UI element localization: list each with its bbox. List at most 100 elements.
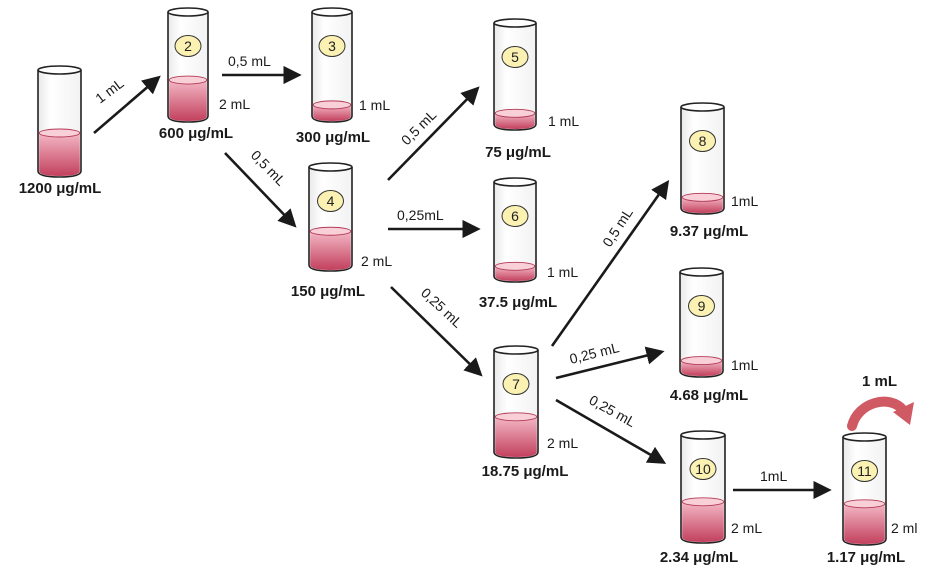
tube-glass bbox=[680, 107, 725, 215]
tube-rim bbox=[679, 267, 724, 277]
test-tube-11: 11 bbox=[842, 432, 887, 546]
tube-number-badge bbox=[502, 373, 530, 395]
test-tube-9: 9 bbox=[679, 267, 724, 378]
concentration-label-10: 2.34 μg/mL bbox=[660, 549, 738, 566]
tube-number-badge bbox=[851, 460, 878, 482]
tube-number-badge bbox=[174, 35, 202, 57]
tube-liquid bbox=[495, 416, 537, 457]
tube-liquid bbox=[310, 231, 351, 270]
tube-number-badge bbox=[317, 190, 344, 212]
volume-label-8: 1mL bbox=[731, 193, 758, 209]
tube-liquid bbox=[682, 501, 724, 542]
tube-rim bbox=[680, 430, 726, 440]
volume-label-10: 2 mL bbox=[731, 520, 762, 536]
tube-number: 9 bbox=[698, 298, 706, 314]
liquid-surface bbox=[681, 192, 724, 202]
concentration-label-4: 150 μg/mL bbox=[291, 283, 365, 300]
transfer-label-7-to-10: 0,25 mL bbox=[587, 392, 639, 431]
concentration-label-5: 75 μg/mL bbox=[485, 144, 551, 161]
arrow-1-to-2 bbox=[93, 75, 161, 134]
concentration-label-7: 18.75 μg/mL bbox=[482, 463, 569, 480]
tube-number-badge bbox=[501, 205, 529, 227]
volume-label-2: 2 mL bbox=[219, 96, 250, 112]
arrow-4-to-5 bbox=[387, 86, 480, 181]
test-tube-7: 7 bbox=[493, 345, 539, 459]
curved-arrow-icon bbox=[847, 396, 908, 431]
tubes: 2 3 4 5 6 7 8 9 10 11 bbox=[37, 7, 887, 546]
tube-number: 5 bbox=[511, 49, 519, 65]
tube-number: 7 bbox=[512, 376, 520, 392]
liquid-surface bbox=[494, 261, 536, 271]
volume-label-3: 1 mL bbox=[359, 97, 390, 113]
tube-rim bbox=[493, 18, 537, 28]
tube-number: 11 bbox=[857, 463, 872, 479]
concentration-label-9: 4.68 μg/mL bbox=[670, 387, 748, 404]
test-tube-2: 2 bbox=[167, 7, 209, 123]
concentration-label-8: 9.37 μg/mL bbox=[670, 223, 748, 240]
tube-glass bbox=[493, 182, 537, 283]
liquid-surface bbox=[494, 108, 536, 118]
volume-label-4: 2 mL bbox=[361, 253, 392, 269]
volume-label-7: 2 mL bbox=[547, 435, 578, 451]
volume-label-9: 1mL bbox=[731, 357, 758, 373]
tube-liquid bbox=[39, 133, 80, 176]
concentration-label-11: 1.17 μg/mL bbox=[827, 549, 905, 566]
tube-rim bbox=[308, 162, 353, 172]
test-tube-4: 4 bbox=[308, 162, 353, 272]
liquid-surface bbox=[312, 100, 352, 110]
transfer-label-4-to-7: 0,25 mL bbox=[418, 284, 466, 330]
liquid-surface bbox=[843, 499, 886, 509]
tube-rim bbox=[680, 102, 725, 112]
liquid-surface bbox=[680, 356, 723, 366]
concentration-label-6: 37.5 μg/mL bbox=[479, 294, 557, 311]
transfer-label-7-to-8: 0,5 mL bbox=[599, 205, 636, 250]
tube-number-badge bbox=[501, 46, 529, 68]
tube-liquid bbox=[313, 104, 351, 121]
tube-rim bbox=[167, 7, 209, 17]
transfer-arrows bbox=[93, 65, 832, 500]
tube-number-badge bbox=[689, 130, 716, 152]
concentration-label-3: 300 μg/mL bbox=[296, 129, 370, 146]
discard-volume-label: 1 mL bbox=[862, 373, 897, 390]
tube-glass bbox=[493, 23, 537, 131]
curved-arrow-head-icon bbox=[893, 402, 914, 425]
tube-rim bbox=[842, 432, 887, 442]
arrow-7-to-8 bbox=[550, 180, 670, 347]
arrow-7-to-10 bbox=[555, 398, 667, 464]
tube-glass bbox=[679, 272, 724, 378]
tube-rim bbox=[493, 345, 539, 355]
tube-rim bbox=[493, 177, 537, 187]
discard-curved-arrow bbox=[847, 396, 914, 431]
test-tube-1 bbox=[37, 65, 82, 178]
tube-number: 3 bbox=[328, 38, 336, 54]
tube-number: 6 bbox=[511, 208, 519, 224]
tube-number: 4 bbox=[327, 193, 335, 209]
tube-number-badge bbox=[688, 295, 715, 317]
transfer-label-4-to-5: 0,5 mL bbox=[398, 106, 440, 148]
tube-rim bbox=[311, 7, 353, 17]
liquid-surface bbox=[38, 128, 81, 138]
arrow-2-to-4 bbox=[224, 152, 297, 228]
liquid-surface bbox=[309, 226, 352, 236]
transfer-label-2-to-3: 0,5 mL bbox=[228, 53, 271, 69]
tube-number: 2 bbox=[184, 38, 192, 54]
volume-label-6: 1 mL bbox=[547, 264, 578, 280]
tube-rim bbox=[37, 65, 82, 75]
tube-liquid bbox=[844, 503, 885, 544]
tube-liquid bbox=[169, 80, 207, 121]
volume-label-5: 1 mL bbox=[548, 113, 579, 129]
transfer-label-10-to-11: 1mL bbox=[760, 468, 787, 484]
test-tube-5: 5 bbox=[493, 18, 537, 131]
test-tube-8: 8 bbox=[680, 102, 725, 215]
tube-number: 10 bbox=[695, 461, 711, 477]
liquid-surface bbox=[168, 75, 208, 85]
volume-label-11: 2 ml bbox=[891, 520, 917, 536]
transfer-label-1-to-2: 1 mL bbox=[92, 75, 127, 107]
test-tube-3: 3 bbox=[311, 7, 353, 123]
test-tube-6: 6 bbox=[493, 177, 537, 283]
concentration-label-1: 1200 μg/mL bbox=[19, 180, 102, 197]
arrow-7-to-9 bbox=[555, 346, 665, 380]
test-tube-10: 10 bbox=[680, 430, 726, 544]
tube-number-badge bbox=[318, 35, 346, 57]
